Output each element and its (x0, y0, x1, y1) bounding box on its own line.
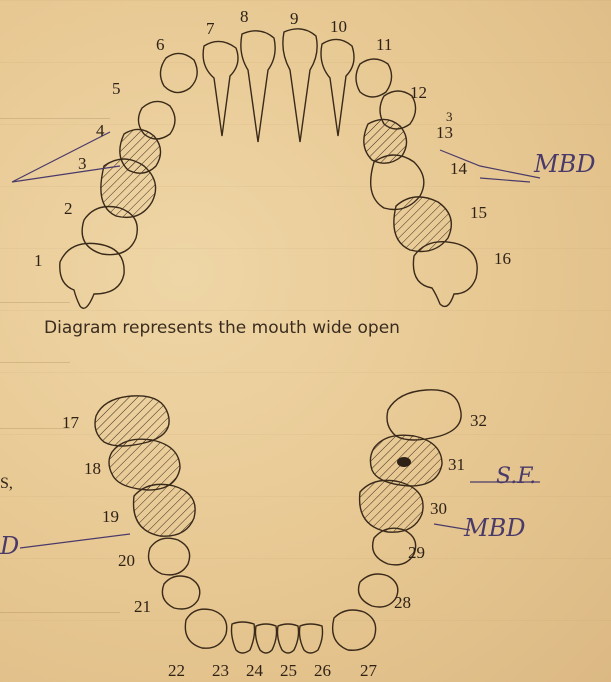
tooth-number-28: 28 (394, 594, 411, 611)
tooth-number-10: 10 (330, 18, 347, 35)
tooth-9[interactable] (283, 29, 317, 142)
tooth-22[interactable] (185, 609, 226, 648)
tooth-number-31: 31 (448, 456, 465, 473)
tooth-13-mark: 3 (446, 110, 453, 123)
tooth-15[interactable] (394, 197, 451, 252)
tooth-17[interactable] (95, 396, 169, 446)
tooth-number-9: 9 (290, 10, 299, 27)
tooth-number-23: 23 (212, 662, 229, 679)
tooth-19[interactable] (134, 484, 196, 536)
tooth-number-4: 4 (96, 122, 105, 139)
tooth-number-18: 18 (84, 460, 101, 477)
tooth-number-20: 20 (118, 552, 135, 569)
tooth-23[interactable] (232, 622, 255, 653)
tooth-number-1: 1 (34, 252, 43, 269)
tooth-number-11: 11 (376, 36, 392, 53)
tooth-25[interactable] (278, 624, 299, 653)
tooth-number-25: 25 (280, 662, 297, 679)
annotation-d-left: D (0, 534, 19, 558)
tooth-30[interactable] (360, 480, 424, 532)
tooth-number-12: 12 (410, 84, 427, 101)
tooth-10[interactable] (321, 39, 354, 136)
margin-text: S, (0, 475, 13, 493)
tooth-27[interactable] (333, 610, 376, 650)
tooth-number-29: 29 (408, 544, 425, 561)
tooth-28[interactable] (359, 574, 398, 607)
tooth-4[interactable] (120, 129, 161, 173)
upper-arch (60, 29, 477, 308)
tooth-number-7: 7 (206, 20, 215, 37)
tooth-number-30: 30 (430, 500, 447, 517)
annotation-mbd-lower: MBD (464, 516, 525, 540)
tooth-number-24: 24 (246, 662, 263, 679)
tooth-number-26: 26 (314, 662, 331, 679)
tooth-18[interactable] (109, 439, 180, 490)
tooth-8[interactable] (241, 31, 275, 142)
tooth-7[interactable] (203, 41, 238, 136)
tooth-number-6: 6 (156, 36, 165, 53)
tooth-number-21: 21 (134, 598, 151, 615)
tooth-number-3: 3 (78, 155, 87, 172)
tooth-number-22: 22 (168, 662, 185, 679)
tooth-number-16: 16 (494, 250, 511, 267)
tooth-6[interactable] (160, 53, 197, 92)
filling-mark (397, 457, 411, 467)
tooth-21[interactable] (162, 576, 199, 609)
tooth-24[interactable] (256, 624, 277, 653)
tooth-number-5: 5 (112, 80, 121, 97)
tooth-number-32: 32 (470, 412, 487, 429)
tooth-number-13: 13 (436, 124, 453, 141)
tooth-number-17: 17 (62, 414, 79, 431)
annotation-lines (12, 132, 540, 548)
tooth-20[interactable] (149, 538, 190, 575)
diagram-caption: Diagram represents the mouth wide open (44, 318, 564, 338)
tooth-number-15: 15 (470, 204, 487, 221)
tooth-number-14: 14 (450, 160, 467, 177)
tooth-11[interactable] (356, 59, 392, 97)
annotation-mbd-upper: MBD (534, 152, 595, 176)
tooth-5[interactable] (138, 101, 175, 139)
tooth-26[interactable] (300, 624, 323, 653)
annotation-sf: S.F. (496, 466, 536, 488)
tooth-number-2: 2 (64, 200, 73, 217)
tooth-1[interactable] (60, 243, 124, 308)
tooth-number-19: 19 (102, 508, 119, 525)
tooth-number-8: 8 (240, 8, 249, 25)
tooth-32[interactable] (387, 390, 461, 440)
tooth-number-27: 27 (360, 662, 377, 679)
